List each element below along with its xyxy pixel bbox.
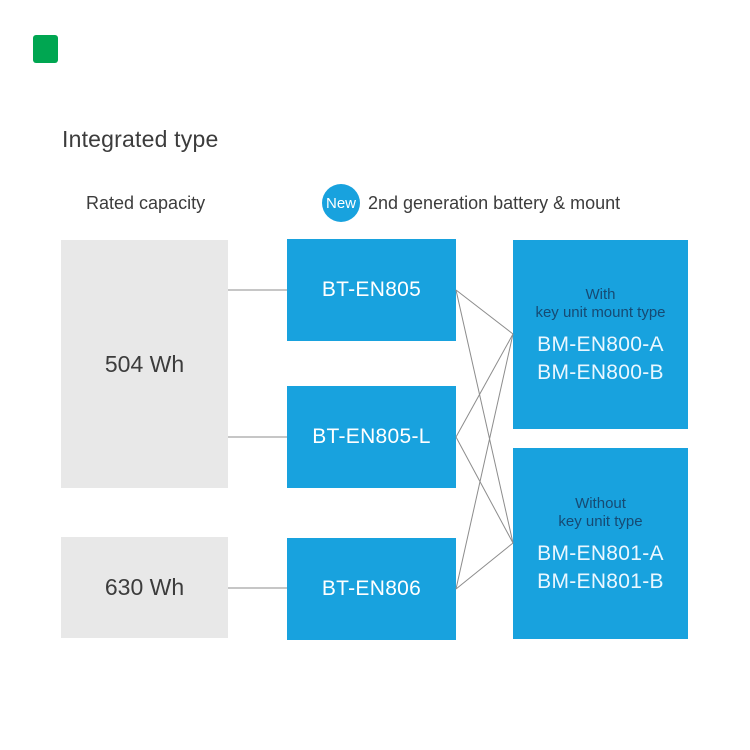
capacity-box-504wh: 504 Wh bbox=[61, 240, 228, 488]
mount-model: BM-EN800-B bbox=[537, 361, 664, 384]
capacity-label: 504 Wh bbox=[104, 350, 185, 377]
battery-box-bt-en805: BT-EN805 bbox=[287, 239, 456, 341]
mount-subtitle-line1: Without bbox=[575, 495, 626, 512]
rated-capacity-label: Rated capacity bbox=[86, 193, 206, 213]
new-caption: 2nd generation battery & mount bbox=[368, 193, 621, 213]
mount-model: BM-EN801-B bbox=[537, 570, 664, 593]
mount-box-with-key-unit: With key unit mount type BM-EN800-A BM-E… bbox=[513, 240, 688, 429]
mount-subtitle-line1: With bbox=[585, 286, 616, 303]
green-corner-badge bbox=[33, 35, 58, 63]
mount-model: BM-EN801-A bbox=[537, 542, 664, 565]
page-title: Integrated type bbox=[62, 126, 219, 152]
mount-subtitle-line2: key unit type bbox=[558, 513, 643, 530]
battery-label: BT-EN805-L bbox=[312, 425, 431, 448]
new-badge: New bbox=[322, 184, 360, 222]
capacity-box-630wh: 630 Wh bbox=[61, 537, 228, 638]
battery-label: BT-EN805 bbox=[321, 278, 422, 301]
mount-subtitle-line2: key unit mount type bbox=[535, 304, 666, 321]
capacity-label: 630 Wh bbox=[104, 574, 185, 600]
battery-box-bt-en806: BT-EN806 bbox=[287, 538, 456, 640]
mount-model: BM-EN800-A bbox=[537, 333, 664, 356]
battery-box-bt-en805-l: BT-EN805-L bbox=[287, 386, 456, 488]
battery-label: BT-EN806 bbox=[321, 577, 422, 600]
mount-box-without-key-unit: Without key unit type BM-EN801-A BM-EN80… bbox=[513, 448, 688, 639]
new-badge-label: New bbox=[325, 194, 356, 212]
